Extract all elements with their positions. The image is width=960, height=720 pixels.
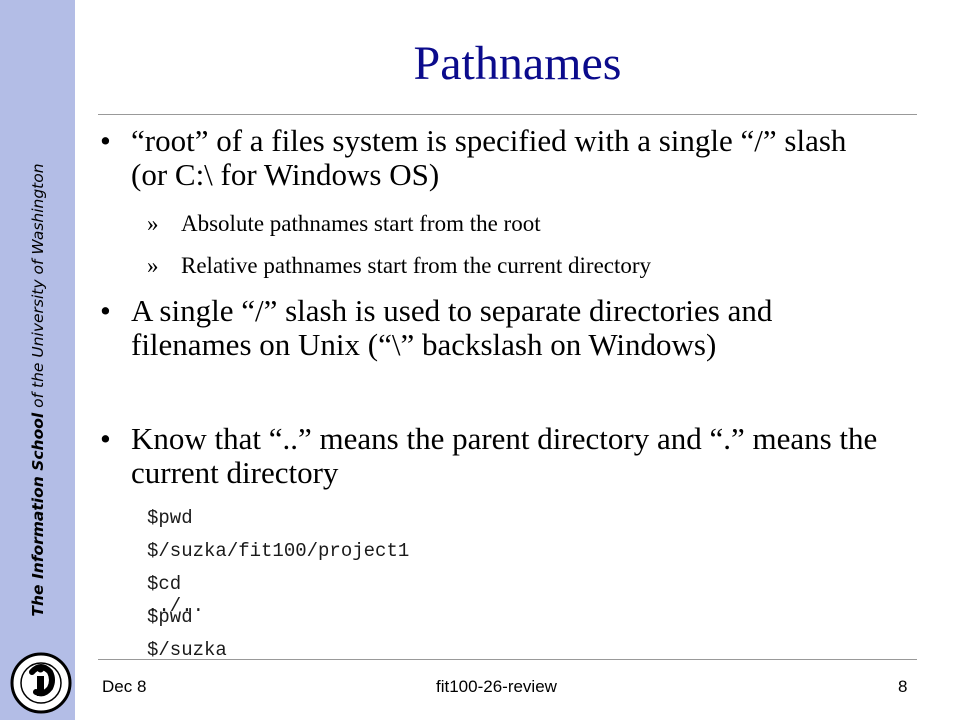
footer-page-number: 8 <box>898 677 908 696</box>
bottom-divider <box>98 659 917 660</box>
bullet-mark: • <box>100 293 111 328</box>
sub-bullet-text: Relative pathnames start from the curren… <box>181 253 652 278</box>
sidebar: The Information School of the University… <box>0 0 75 720</box>
organization-name-bold: The Information School <box>29 412 47 617</box>
sub-bullet-mark: » <box>147 253 159 278</box>
code-line: $/suzka/fit100/project1 <box>147 540 410 562</box>
footer-course: fit100-26-review <box>436 677 557 696</box>
organization-name-rest: of the University of Washington <box>29 163 47 413</box>
code-line: $pwd <box>147 606 193 628</box>
bullet-dots: • Know that “..” means the parent direct… <box>100 422 880 490</box>
bullet-text: “root” of a files system is specified wi… <box>131 123 847 192</box>
code-line: $pwd <box>147 507 193 529</box>
bullet-text: A single “/” slash is used to separate d… <box>131 293 773 362</box>
bullet-root: • “root” of a files system is specified … <box>100 124 880 192</box>
sub-bullet-absolute: » Absolute pathnames start from the root <box>147 210 887 238</box>
top-divider <box>98 114 917 115</box>
bullet-mark: • <box>100 421 111 456</box>
sub-bullet-relative: » Relative pathnames start from the curr… <box>147 252 887 280</box>
bullet-mark: • <box>100 123 111 158</box>
code-line: $cd ../.. <box>147 573 205 617</box>
sub-bullet-mark: » <box>147 211 159 236</box>
code-line: $/suzka <box>147 639 227 661</box>
organization-label: The Information School of the University… <box>29 163 47 616</box>
slide-title: Pathnames <box>413 37 622 90</box>
footer-date: Dec 8 <box>102 677 147 696</box>
sub-bullet-text: Absolute pathnames start from the root <box>181 211 541 236</box>
information-school-logo-icon <box>10 652 72 714</box>
bullet-separator: • A single “/” slash is used to separate… <box>100 294 880 362</box>
bullet-text: Know that “..” means the parent director… <box>131 421 878 490</box>
